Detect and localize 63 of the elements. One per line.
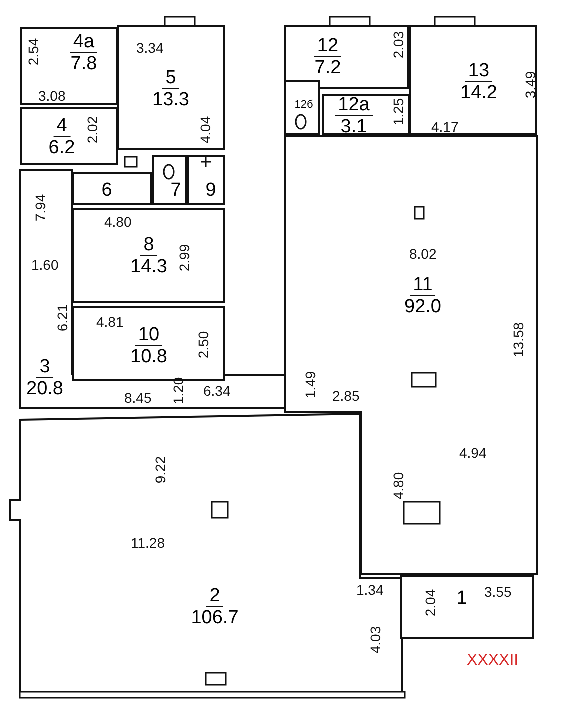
room xyxy=(400,575,534,639)
room xyxy=(322,94,410,135)
dimension-label: 2.02 xyxy=(84,116,100,144)
room-area: 14.3 xyxy=(130,258,168,276)
dimension-label: 4.81 xyxy=(96,314,124,330)
room xyxy=(20,170,73,408)
room-area: 14.2 xyxy=(460,84,498,102)
room-number: 4 xyxy=(54,116,70,138)
dimension-label: 2.03 xyxy=(390,31,406,59)
room xyxy=(72,172,152,205)
room xyxy=(20,27,118,105)
room-area: 13.3 xyxy=(152,90,190,110)
dimension-label: 11.28 xyxy=(131,535,165,551)
dimension-label: 2.99 xyxy=(176,244,192,272)
room-number: 6 xyxy=(100,181,114,201)
dimension-label: 9.22 xyxy=(152,456,168,484)
section-mark: XXXXII xyxy=(467,652,519,670)
room-number: 7 xyxy=(170,181,182,201)
room xyxy=(152,155,187,205)
room-area: 7.8 xyxy=(70,54,98,74)
dimension-label: 3.08 xyxy=(38,88,66,104)
room xyxy=(284,25,409,89)
room-area: 6.2 xyxy=(48,138,76,158)
dimension-label: 3.55 xyxy=(484,584,512,600)
room-area: 10.8 xyxy=(130,348,168,366)
dimension-label: 6.34 xyxy=(204,383,231,399)
room-number: 2 xyxy=(206,586,224,608)
room-number: 12б xyxy=(294,100,314,112)
room xyxy=(8,414,404,695)
room xyxy=(72,208,225,303)
dimension-label: 6.21 xyxy=(54,304,70,332)
dimension-label: 4.80 xyxy=(104,214,132,230)
room xyxy=(284,80,320,135)
dimension-label: 7.94 xyxy=(32,194,48,222)
room xyxy=(20,107,118,165)
room xyxy=(409,25,537,135)
dimension-label: 8.45 xyxy=(124,390,152,406)
room-area: 3.1 xyxy=(335,118,373,136)
dimension-label: 2.54 xyxy=(25,38,42,66)
room-number: 4а xyxy=(70,32,98,54)
room-number: 10 xyxy=(135,326,163,346)
dimension-label: 1.34 xyxy=(356,582,384,598)
dimension-label: 4.04 xyxy=(197,116,214,144)
dimension-label: 3.34 xyxy=(136,40,164,56)
dimension-label: 2.04 xyxy=(422,589,438,617)
dimension-label: 2.50 xyxy=(195,331,212,359)
room-number: 8 xyxy=(140,236,158,256)
dimension-label: 1.25 xyxy=(390,98,406,126)
room-area: 20.8 xyxy=(26,380,64,398)
room-number: 9 xyxy=(204,181,218,201)
dimension-label: 4.17 xyxy=(432,119,459,135)
room-number: 12 xyxy=(314,36,342,58)
room-area: 106.7 xyxy=(191,608,239,628)
room-area: 7.2 xyxy=(314,58,342,78)
dimension-label: 4.03 xyxy=(367,626,384,654)
room-number: 1 xyxy=(456,589,468,609)
room-number: 5 xyxy=(162,68,180,90)
room-number: 13 xyxy=(465,62,493,82)
room-number: 3 xyxy=(36,358,54,378)
room xyxy=(117,25,225,150)
room-number: 12а xyxy=(335,96,373,116)
room xyxy=(187,155,225,205)
dimension-label: 1.60 xyxy=(32,257,59,273)
